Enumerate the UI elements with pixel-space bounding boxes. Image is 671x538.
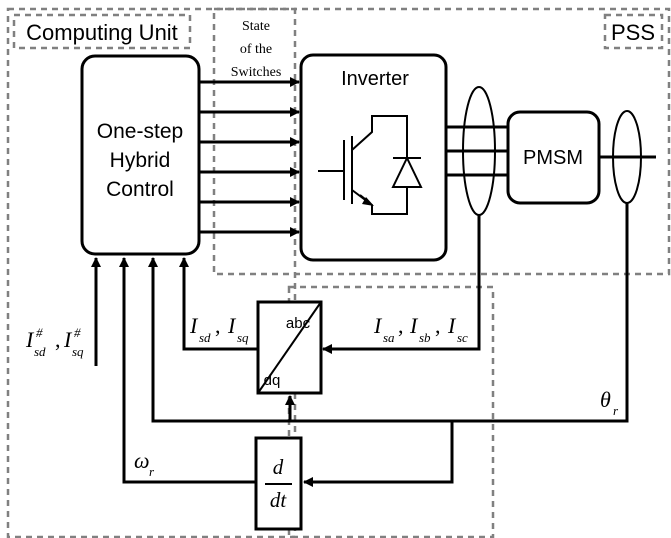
- controller-label-line1: One-step: [97, 120, 183, 143]
- svg-text:sb: sb: [419, 330, 431, 345]
- dq-current-feedback: [179, 257, 258, 351]
- hybrid-control-block: [80, 54, 201, 256]
- computing-unit-label-box: [12, 13, 192, 50]
- svg-text:sa: sa: [383, 330, 395, 345]
- svg-text:,: ,: [398, 313, 404, 338]
- svg-text:I: I: [447, 313, 457, 338]
- transform-abc-label: abc: [286, 315, 311, 332]
- switch-state-label-line3: Switches: [231, 65, 282, 80]
- dq-currents-label: I sd , I sq: [189, 313, 249, 345]
- switch-state-label-line2: of the: [240, 42, 272, 57]
- derivative-numerator: d: [273, 455, 284, 479]
- phase-currents-label: I sa , I sb , I sc: [373, 313, 468, 345]
- svg-text:,: ,: [55, 327, 61, 352]
- pmsm-label: PMSM: [523, 147, 583, 169]
- transform-dq-label: dq: [264, 372, 281, 389]
- computing-unit-label: Computing Unit: [26, 20, 178, 45]
- angle-to-derivative: [303, 421, 454, 487]
- phase-current-feedback: [322, 215, 481, 354]
- svg-text:#: #: [36, 325, 43, 340]
- svg-text:sd: sd: [34, 344, 46, 359]
- pss-label: PSS: [611, 20, 655, 45]
- svg-text:I: I: [409, 313, 419, 338]
- svg-text:I: I: [227, 313, 237, 338]
- svg-text:θ: θ: [600, 387, 611, 412]
- controller-label-line2: Hybrid: [110, 149, 171, 172]
- inverter-block: [299, 53, 448, 262]
- rotor-angle-line: [148, 203, 629, 423]
- svg-text:I: I: [189, 313, 199, 338]
- derivative-denominator: dt: [270, 488, 288, 512]
- svg-text:,: ,: [435, 313, 441, 338]
- svg-text:I: I: [63, 327, 73, 352]
- svg-text:,: ,: [215, 313, 221, 338]
- rotor-angle-label: θ r: [600, 387, 619, 418]
- reference-currents-label: I # sd , I # sq: [25, 325, 84, 359]
- rotor-speed-line: [119, 257, 256, 484]
- svg-text:sd: sd: [199, 330, 211, 345]
- igbt-symbol: [318, 115, 423, 215]
- inverter-label: Inverter: [341, 68, 409, 90]
- svg-text:sq: sq: [237, 330, 249, 345]
- svg-text:r: r: [613, 403, 619, 418]
- svg-text:ω: ω: [134, 448, 150, 473]
- three-phase-lines: [446, 125, 508, 177]
- rotor-speed-label: ω r: [134, 448, 155, 479]
- controller-label-line3: Control: [106, 178, 174, 201]
- svg-text:#: #: [74, 325, 81, 340]
- pss-region: [212, 7, 671, 276]
- switch-state-arrows: [199, 77, 300, 237]
- svg-text:I: I: [373, 313, 383, 338]
- switch-state-label-line1: State: [242, 19, 270, 34]
- svg-text:I: I: [25, 327, 35, 352]
- svg-text:sc: sc: [457, 330, 468, 345]
- svg-text:r: r: [149, 464, 155, 479]
- svg-text:sq: sq: [72, 344, 84, 359]
